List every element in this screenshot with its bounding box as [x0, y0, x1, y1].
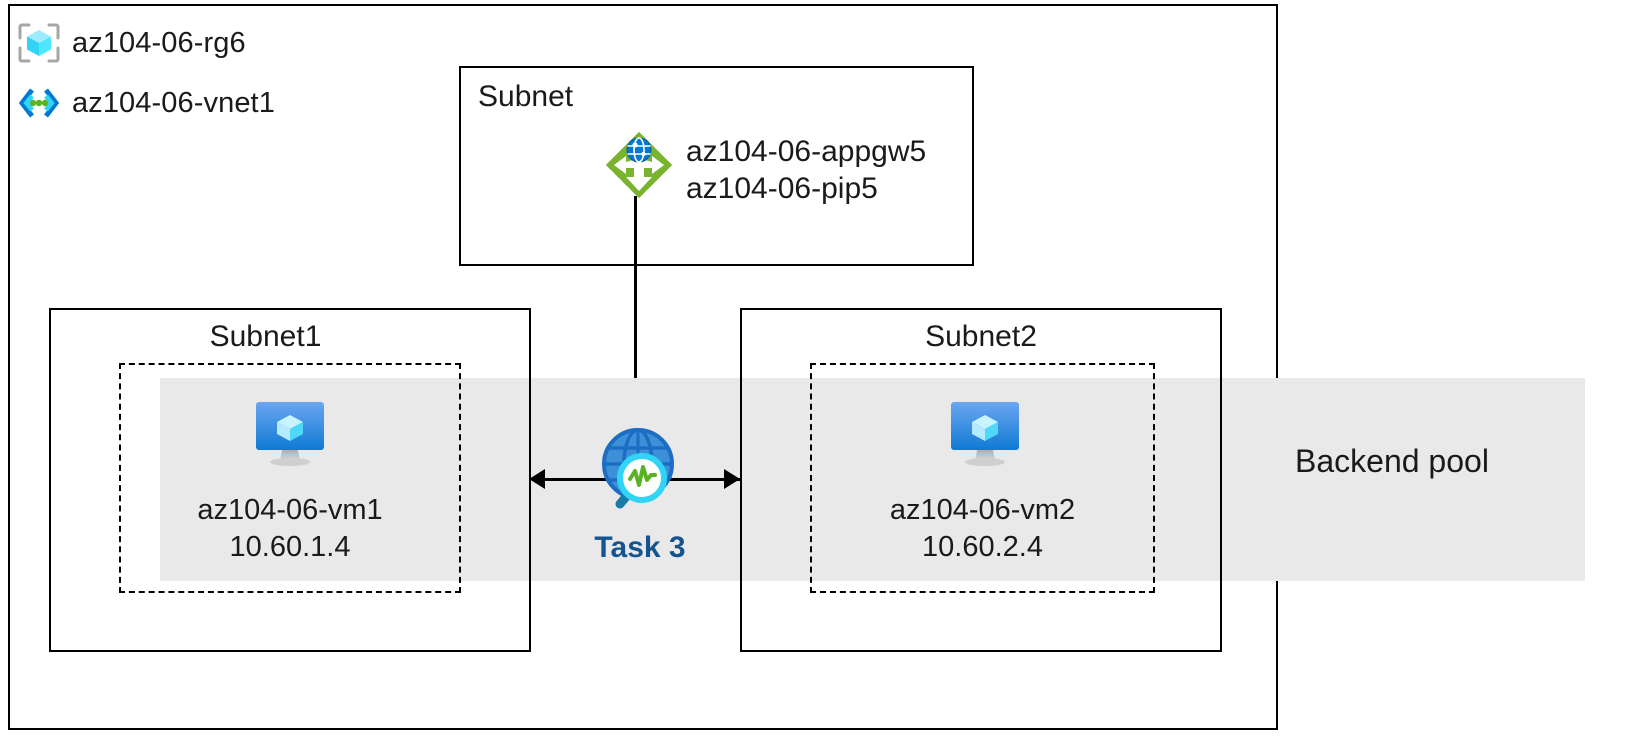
subnet2-vm-group: [810, 363, 1155, 593]
task-marker-label: Task 3: [594, 531, 686, 564]
virtual-machine-icon: [250, 396, 330, 472]
resource-group-boundary: [8, 4, 1278, 730]
virtual-machine-icon: [945, 396, 1025, 472]
subnet2-boundary: [740, 308, 1222, 652]
subnet1-title: Subnet1: [209, 320, 322, 353]
vm1-ip: 10.60.1.4: [229, 531, 351, 564]
network-watcher-icon: [594, 422, 686, 514]
public-ip-name: az104-06-pip5: [686, 171, 878, 205]
legend-item-resource-group: az104-06-rg6: [18, 22, 246, 64]
subnet1-vm-labels: az104-06-vm1 10.60.1.4: [119, 492, 461, 566]
backend-pool-band: [160, 378, 1585, 581]
vm2-ip: 10.60.2.4: [922, 531, 1043, 564]
subnet2-title: Subnet2: [925, 320, 1037, 353]
legend-label-virtual-network: az104-06-vnet1: [72, 86, 275, 119]
arrow-right-icon: [724, 469, 740, 489]
virtual-network-icon: [18, 82, 60, 124]
vm1-name: az104-06-vm1: [197, 494, 383, 526]
legend-item-virtual-network: az104-06-vnet1: [18, 82, 275, 124]
gateway-subnet-title: Subnet: [478, 80, 574, 113]
arrow-left-icon: [529, 469, 545, 489]
subnet1-vm-group: [119, 363, 461, 593]
gateway-subnet-boundary: [459, 66, 974, 266]
subnet2-vm-labels: az104-06-vm2 10.60.2.4: [810, 492, 1155, 566]
resource-group-icon: [18, 22, 60, 64]
gateway-to-vms-connector: [634, 196, 637, 446]
backend-pool-label: Backend pool: [1295, 443, 1489, 479]
appgw-name: az104-06-appgw5: [686, 135, 927, 168]
legend-label-resource-group: az104-06-rg6: [72, 26, 246, 59]
vm2-name: az104-06-vm2: [889, 494, 1076, 526]
gateway-resource-labels: az104-06-appgw5 az104-06-pip5: [686, 134, 926, 208]
application-gateway-icon: [604, 130, 674, 200]
